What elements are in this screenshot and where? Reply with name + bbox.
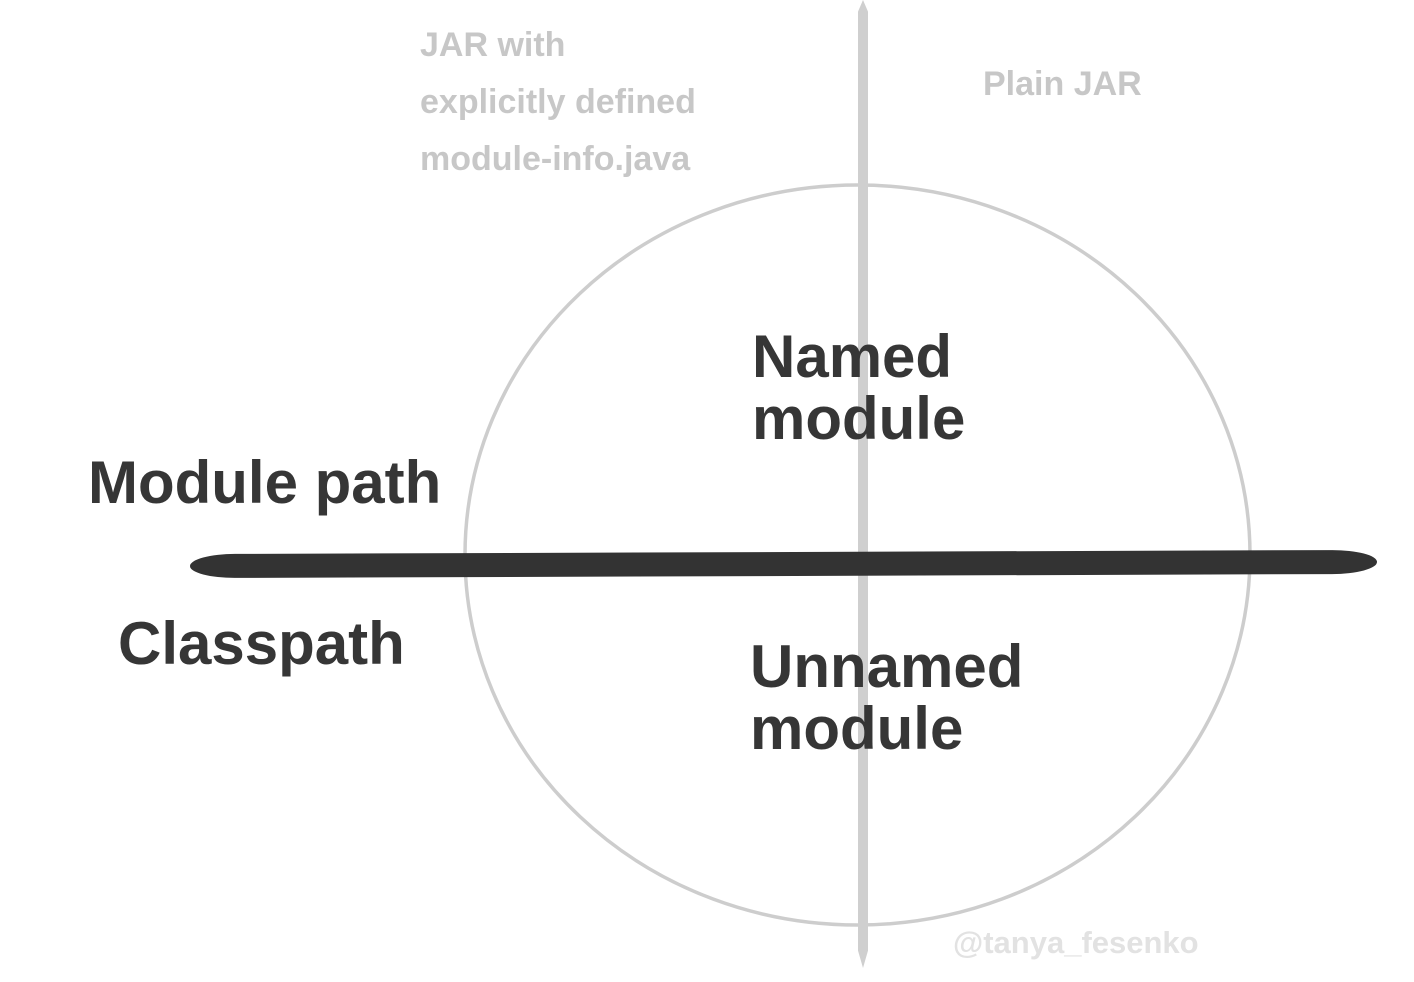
label-module-path: Module path bbox=[88, 449, 442, 516]
label-unnamed-module: Unnamed module bbox=[750, 633, 1024, 762]
horizontal-axis-line bbox=[189, 549, 1378, 579]
label-classpath: Classpath bbox=[118, 610, 405, 677]
label-named-module: Named module bbox=[752, 323, 966, 452]
watermark-handle: @tanya_fesenko bbox=[953, 925, 1199, 960]
label-plain-jar: Plain JAR bbox=[983, 65, 1142, 103]
label-jar-with-module-info: JAR with explicitly defined module-info.… bbox=[420, 26, 696, 178]
vertical-divider-line bbox=[858, 0, 868, 968]
